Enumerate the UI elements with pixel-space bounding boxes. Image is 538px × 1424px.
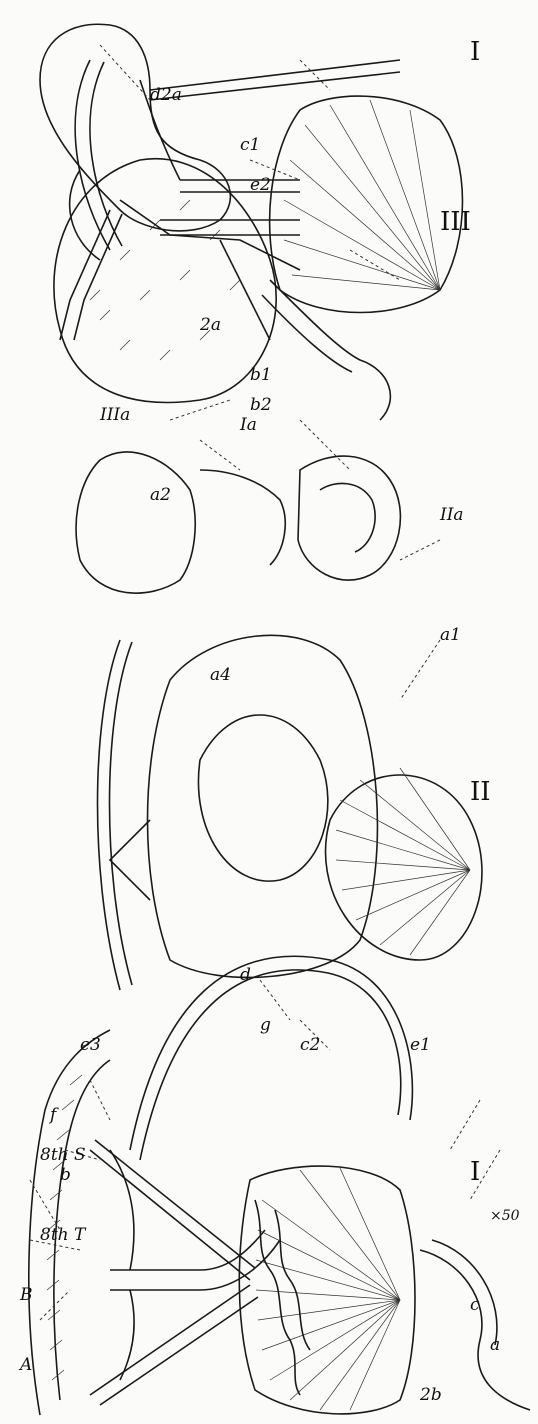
letter-e1: e1 <box>410 1035 431 1055</box>
letter-c1: c1 <box>240 135 260 155</box>
letter-b1: b1 <box>250 365 272 385</box>
fig-IIIa-hatching <box>90 200 240 360</box>
letter-b: b <box>60 1165 71 1185</box>
letter-g: g <box>260 1015 271 1035</box>
letter-e3: e3 <box>80 1035 101 1055</box>
letter-2b: 2b <box>419 1385 442 1405</box>
fig-III-sac <box>270 96 463 312</box>
fig-II-lobe <box>198 715 327 881</box>
figure-I-large <box>29 956 530 1415</box>
letter-a: a <box>490 1335 500 1355</box>
fig-IIa-outline <box>298 456 400 580</box>
letter-e2: e2 <box>250 175 271 195</box>
fig-label-III: III <box>440 207 471 237</box>
carapace-outline <box>29 1030 110 1415</box>
figures-Ia-IIa-IIIa <box>54 159 400 593</box>
letter-8thT: 8th T <box>40 1225 87 1245</box>
fig-label-I-small: I <box>470 37 480 67</box>
fig-II-body <box>148 635 378 977</box>
fig-label-II: II <box>470 777 491 807</box>
fig-label-I-large: I <box>470 1157 480 1187</box>
muscle-rod-1 <box>90 1285 250 1395</box>
fig-II-arrow <box>110 820 150 900</box>
leader-lines <box>30 45 500 1320</box>
fig-label-IIIa: IIIa <box>99 405 130 425</box>
letter-c: c <box>470 1295 480 1315</box>
fig-label-Ia: Ia <box>239 415 257 435</box>
figure-II <box>98 635 482 990</box>
fig-IIIa-tail <box>270 280 390 420</box>
fig-III-sac-striations <box>284 100 440 290</box>
labels: I ×50 II Ia IIa IIIa III I A B 8th T 8th… <box>18 37 520 1405</box>
letter-c2: c2 <box>300 1035 320 1055</box>
central-bar <box>110 1240 280 1290</box>
letter-b2: b2 <box>250 395 272 415</box>
letter-f: f <box>48 1105 59 1125</box>
fig-I-small-body <box>40 24 230 231</box>
letter-A: A <box>18 1355 32 1375</box>
fig-Ia-outline <box>76 452 195 593</box>
fig-II-sac <box>326 775 482 960</box>
muscle-rod-2 <box>90 1150 250 1280</box>
fig-II-sac-striations <box>336 768 470 955</box>
letter-2a: 2a <box>199 315 221 335</box>
letter-B: B <box>19 1285 33 1305</box>
letter-a2: a2 <box>150 485 171 505</box>
fig-label-IIa: IIa <box>439 505 464 525</box>
letter-d: d <box>240 965 251 985</box>
fig-IIIa-blob <box>54 159 276 403</box>
letter-d2a: d2a <box>150 85 182 105</box>
magnification-label: ×50 <box>490 1208 520 1224</box>
letter-a1: a1 <box>440 625 461 645</box>
letter-a4: a4 <box>210 665 231 685</box>
striated-sac <box>239 1166 415 1414</box>
arm-d <box>130 956 412 1150</box>
letter-8thS: 8th S <box>40 1145 86 1165</box>
